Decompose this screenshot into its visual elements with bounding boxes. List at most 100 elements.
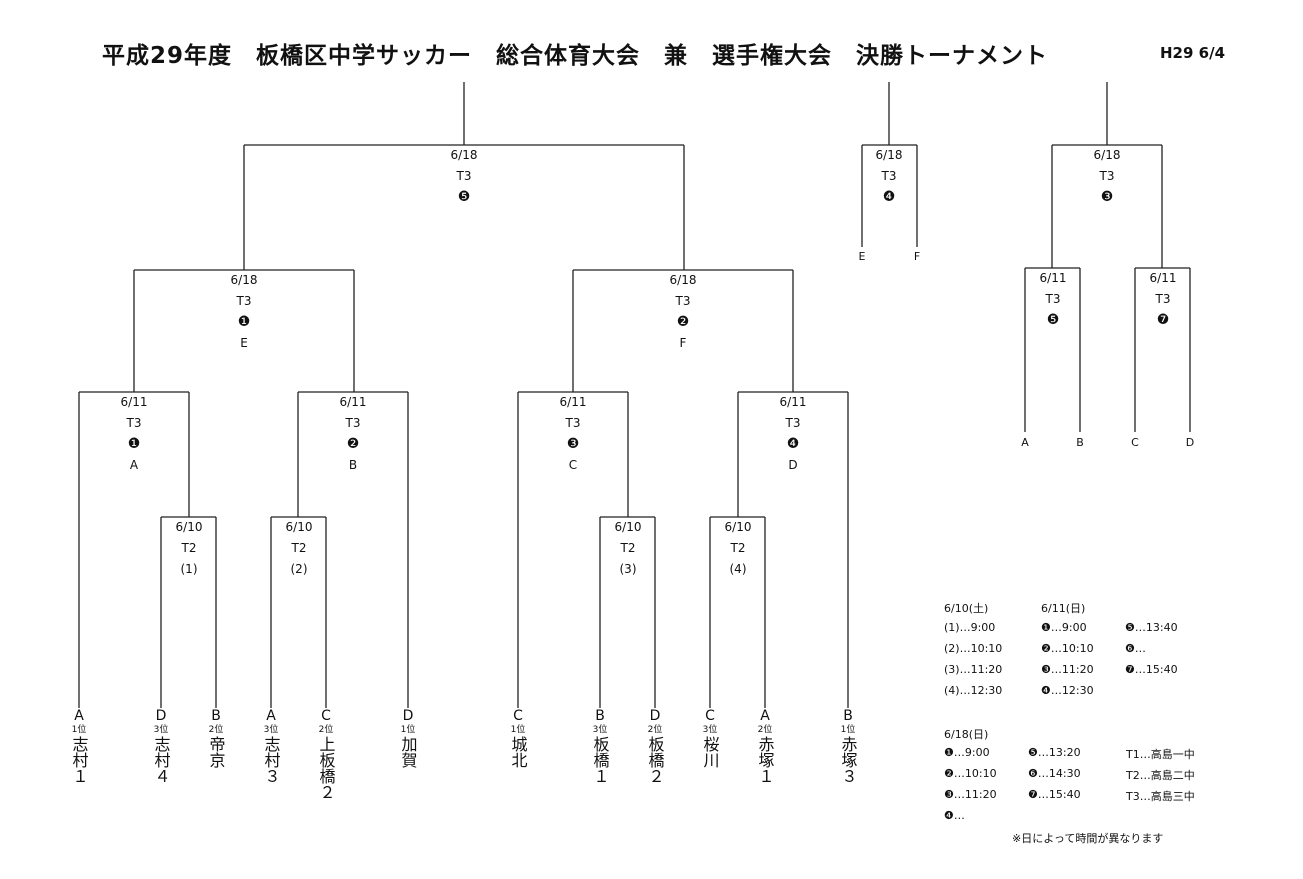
match-venue: T3 — [675, 294, 691, 308]
match-place-right: 6/11 T3 ❼ — [1123, 268, 1203, 331]
match-group: B — [348, 458, 358, 472]
match-group: A — [129, 458, 139, 472]
match-number: (2) — [290, 562, 308, 576]
match-number: (3) — [619, 562, 637, 576]
team-rank: 1位 — [840, 725, 856, 735]
third-right-label: F — [913, 250, 921, 263]
match-number: ❸ — [566, 436, 580, 452]
match-number: ❼ — [1156, 312, 1170, 328]
match-date: 6/11 — [120, 395, 148, 409]
schedule-item: ❻… — [1125, 642, 1146, 655]
team-name: 上板橋２ — [316, 736, 336, 800]
team-name: 加賀 — [398, 736, 418, 768]
match-venue: T3 — [1099, 169, 1115, 183]
match-number: ❷ — [346, 436, 360, 452]
place-l-connector — [1024, 267, 1081, 432]
semi1-connector — [133, 269, 355, 392]
match-number: ❹ — [882, 189, 896, 205]
match-date: 6/11 — [1149, 271, 1177, 285]
team-rank: 3位 — [592, 725, 608, 735]
team-rank: 3位 — [153, 725, 169, 735]
team-rank: 1位 — [400, 725, 416, 735]
team-name: 志村１ — [69, 736, 89, 784]
team-block: B — [595, 708, 605, 724]
team-block: A — [266, 708, 276, 724]
match-place: 6/18 T3 ❸ — [1067, 145, 1147, 208]
team-entry: A 1位 志村１ — [59, 708, 99, 785]
team-entry: D 3位 志村４ — [141, 708, 181, 785]
match-number: ❹ — [786, 436, 800, 452]
match-number: ❺ — [457, 189, 471, 205]
team-name: 桜川 — [700, 736, 720, 768]
match-date: 6/11 — [339, 395, 367, 409]
team-block: B — [211, 708, 221, 724]
schedule-item: ❸…11:20 — [944, 788, 997, 801]
match-venue: T3 — [126, 416, 142, 430]
match-venue: T3 — [1045, 292, 1061, 306]
match-venue: T2 — [730, 541, 746, 555]
match-number: ❶ — [127, 436, 141, 452]
schedule-item: ❷…10:10 — [944, 767, 997, 780]
match-number: (1) — [180, 562, 198, 576]
team-rank: 1位 — [71, 725, 87, 735]
place-connector — [1051, 82, 1163, 268]
qf1-connector — [78, 391, 190, 708]
team-rank: 3位 — [702, 725, 718, 735]
match-venue: T2 — [181, 541, 197, 555]
match-group: F — [679, 336, 687, 350]
match-final: 6/18 T3 ❺ — [424, 145, 504, 208]
schedule-item: ❶…9:00 — [1041, 621, 1087, 634]
schedule-item: ❼…15:40 — [1125, 663, 1178, 676]
schedule-day2-header: 6/11(日) — [1041, 602, 1086, 615]
match-date: 6/10 — [724, 520, 752, 534]
match-group: D — [788, 458, 798, 472]
schedule-legend: 6/10(土) 6/11(日) (1)…9:00 (2)…10:10 (3)…1… — [944, 600, 1244, 850]
team-block: D — [649, 708, 661, 724]
team-name: 志村４ — [151, 736, 171, 784]
team-block: D — [155, 708, 167, 724]
match-semi1: 6/18 T3 ❶ E — [204, 270, 284, 354]
match-qf1: 6/11 T3 ❶ A — [94, 392, 174, 476]
team-block: C — [513, 708, 523, 724]
match-r4: 6/10 T2 (4) — [698, 517, 778, 580]
match-date: 6/18 — [1093, 148, 1121, 162]
team-block: A — [74, 708, 84, 724]
r4-connector — [709, 516, 766, 708]
venue-item: T1…高島一中 — [1126, 748, 1195, 761]
team-entry: A 2位 赤塚１ — [745, 709, 785, 785]
team-rank: 1位 — [510, 725, 526, 735]
match-number: ❸ — [1100, 189, 1114, 205]
schedule-item: ❼…15:40 — [1028, 788, 1081, 801]
match-date: 6/10 — [614, 520, 642, 534]
place-slot-label: A — [1021, 436, 1029, 449]
team-entry: B 2位 帝京 — [196, 708, 236, 769]
team-rank: 3位 — [263, 725, 279, 735]
schedule-note: ※日によって時間が異なります — [1012, 832, 1164, 845]
place-slot-label: D — [1185, 436, 1195, 449]
semi2-connector — [572, 269, 794, 392]
match-r2: 6/10 T2 (2) — [259, 517, 339, 580]
team-entry: B 1位 赤塚３ — [828, 709, 868, 785]
schedule-item: (3)…11:20 — [944, 663, 1003, 676]
match-r3: 6/10 T2 (3) — [588, 517, 668, 580]
schedule-item: (1)…9:00 — [944, 621, 996, 634]
venue-item: T3…高島三中 — [1126, 790, 1195, 803]
schedule-item: ❹…12:30 — [1041, 684, 1094, 697]
match-qf3: 6/11 T3 ❸ C — [533, 392, 613, 476]
place-slot-label: C — [1131, 436, 1139, 449]
team-block: C — [705, 708, 715, 724]
match-venue: T3 — [881, 169, 897, 183]
match-number: ❺ — [1046, 312, 1060, 328]
qf3-connector — [517, 391, 629, 708]
team-entry: C 3位 桜川 — [690, 708, 730, 769]
match-semi2: 6/18 T3 ❷ F — [643, 270, 723, 354]
team-entry: C 2位 上板橋２ — [306, 709, 346, 801]
match-venue: T3 — [456, 169, 472, 183]
match-r1: 6/10 T2 (1) — [149, 517, 229, 580]
schedule-item: ❶…9:00 — [944, 746, 990, 759]
qf4-connector — [737, 391, 849, 708]
team-name: 赤塚３ — [838, 736, 858, 784]
third-left-label: E — [858, 250, 866, 263]
third-connector — [861, 82, 918, 247]
team-name: 帝京 — [206, 736, 226, 768]
